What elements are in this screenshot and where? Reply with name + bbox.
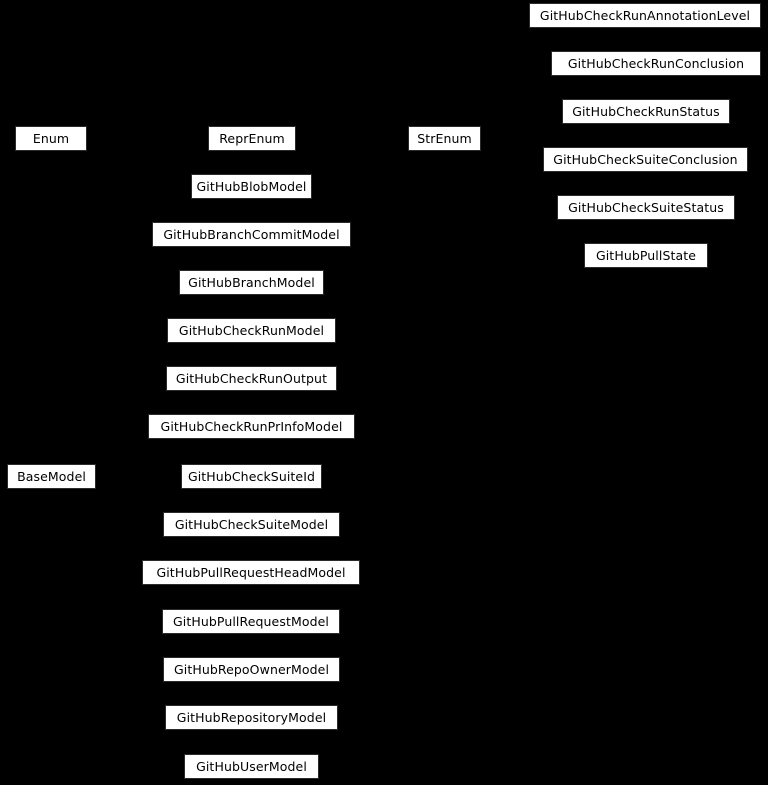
- class-node-github-pull-request-model[interactable]: GitHubPullRequestModel: [162, 609, 340, 634]
- class-node-enum[interactable]: Enum: [15, 126, 87, 151]
- class-node-github-check-suite-id[interactable]: GitHubCheckSuiteId: [181, 464, 322, 489]
- class-node-github-check-run-output[interactable]: GitHubCheckRunOutput: [166, 366, 337, 391]
- edge-base-model-to-github-pull-request-head-model: [95, 476, 143, 573]
- edge-base-model-to-github-check-run-model: [95, 330, 168, 477]
- class-node-github-check-run-pr-info-model[interactable]: GitHubCheckRunPrInfoModel: [148, 414, 355, 439]
- class-node-github-branch-model[interactable]: GitHubBranchModel: [179, 270, 324, 295]
- class-node-str-enum[interactable]: StrEnum: [408, 126, 481, 151]
- class-node-github-check-suite-conclusion[interactable]: GitHubCheckSuiteConclusion: [543, 147, 748, 172]
- class-node-repr-enum[interactable]: ReprEnum: [208, 126, 296, 151]
- class-node-github-branch-commit-model[interactable]: GitHubBranchCommitModel: [152, 222, 351, 247]
- edge-base-model-to-github-repository-model: [95, 476, 166, 718]
- edge-str-enum-to-github-check-run-conclusion: [480, 63, 552, 139]
- class-node-github-pull-state[interactable]: GitHubPullState: [584, 243, 708, 268]
- edge-base-model-to-github-pull-request-model: [95, 476, 163, 622]
- class-node-github-user-model[interactable]: GitHubUserModel: [184, 754, 319, 779]
- class-node-base-model[interactable]: BaseModel: [7, 464, 96, 489]
- class-node-github-repository-model[interactable]: GitHubRepositoryModel: [165, 705, 338, 730]
- edge-str-enum-to-github-check-suite-conclusion: [480, 138, 544, 160]
- edge-str-enum-to-github-check-run-status: [480, 111, 563, 139]
- edge-base-model-to-github-branch-commit-model: [95, 234, 153, 477]
- edge-str-enum-to-github-check-run-annotation-level: [480, 15, 530, 139]
- edge-base-model-to-github-check-suite-model: [95, 476, 164, 525]
- class-node-github-check-suite-model[interactable]: GitHubCheckSuiteModel: [163, 512, 340, 537]
- class-node-github-check-run-annotation-level[interactable]: GitHubCheckRunAnnotationLevel: [529, 3, 761, 28]
- class-node-github-check-run-status[interactable]: GitHubCheckRunStatus: [562, 99, 730, 124]
- class-node-github-check-run-model[interactable]: GitHubCheckRunModel: [167, 318, 336, 343]
- class-node-github-check-suite-status[interactable]: GitHubCheckSuiteStatus: [557, 195, 735, 220]
- class-node-github-pull-request-head-model[interactable]: GitHubPullRequestHeadModel: [142, 560, 360, 585]
- class-node-github-repo-owner-model[interactable]: GitHubRepoOwnerModel: [163, 657, 340, 682]
- class-node-github-check-run-conclusion[interactable]: GitHubCheckRunConclusion: [551, 51, 761, 76]
- edge-base-model-to-github-check-run-pr-info-model: [95, 426, 149, 477]
- class-node-github-blob-model[interactable]: GitHubBlobModel: [191, 174, 312, 199]
